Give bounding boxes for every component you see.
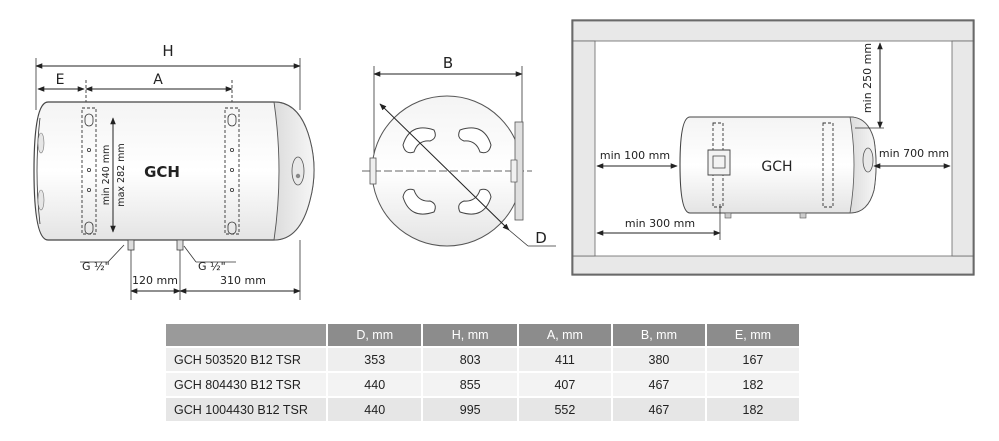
header-model (166, 324, 328, 347)
cell-b: 467 (611, 396, 707, 421)
floor-wall (572, 255, 974, 275)
dim-a-label: A (153, 72, 163, 88)
pipe-cold (127, 239, 135, 251)
cell-a: 411 (517, 346, 613, 372)
cell-model: GCH 503520 B12 TSR (166, 346, 328, 372)
ceiling-wall (572, 20, 974, 42)
right-wall (951, 40, 974, 257)
specs-table: D, mm H, mm A, mm B, mm E, mm GCH 503520… (166, 324, 802, 421)
inner-min-label: min 240 mm (101, 145, 112, 206)
left-wall (572, 40, 596, 257)
cell-b: 467 (611, 371, 707, 397)
table-row: GCH 503520 B12 TSR 353 803 411 380 167 (166, 346, 802, 372)
install-model-label: GCH (761, 159, 792, 175)
cell-h: 855 (422, 371, 519, 397)
cell-a: 552 (517, 396, 613, 421)
dim-120-label: 120 mm (132, 274, 178, 287)
header-e: E, mm (705, 324, 802, 347)
cell-d: 353 (327, 346, 424, 372)
cell-d: 440 (327, 396, 424, 421)
dim-d-line (379, 103, 510, 231)
table-header-row: D, mm H, mm A, mm B, mm E, mm (166, 324, 802, 347)
header-a: A, mm (517, 324, 613, 347)
pipe-right-label: G ½" (198, 260, 226, 273)
min-100-label: min 100 mm (600, 149, 670, 162)
header-h: H, mm (422, 324, 519, 347)
cell-a: 407 (517, 371, 613, 397)
thermostat-icon (707, 149, 731, 176)
cell-d: 440 (327, 371, 424, 397)
dim-b-label: B (443, 54, 453, 72)
min-700-label: min 700 mm (879, 147, 949, 160)
dim-d-label: D (535, 229, 547, 247)
table-row: GCH 1004430 B12 TSR 440 995 552 467 182 (166, 396, 802, 421)
cell-h: 995 (422, 396, 519, 421)
table-row: GCH 804430 B12 TSR 440 855 407 467 182 (166, 371, 802, 397)
side-view: H E A min 240 mm ma (33, 42, 315, 300)
cell-e: 182 (705, 396, 802, 421)
min-300-label: min 300 mm (625, 217, 695, 230)
dim-e-label: E (56, 72, 65, 88)
cell-b: 380 (611, 346, 707, 372)
dim-h-label: H (162, 42, 173, 60)
pipe-left-label: G ½" (82, 260, 110, 273)
install-view: GCH min 250 mm min 100 mm min 700 mm min… (571, 19, 975, 276)
dim-310-label: 310 mm (220, 274, 266, 287)
tank-model-label: GCH (144, 163, 180, 181)
header-d: D, mm (327, 324, 424, 347)
pipe-hot (176, 239, 184, 251)
front-view: B D (362, 54, 556, 247)
header-b: B, mm (611, 324, 707, 347)
flange-icon (291, 156, 305, 186)
min-250-label: min 250 mm (861, 43, 874, 113)
cell-h: 803 (422, 346, 519, 372)
inner-max-label: max 282 mm (116, 143, 127, 206)
cell-e: 182 (705, 371, 802, 397)
cell-model: GCH 1004430 B12 TSR (166, 396, 328, 421)
cell-model: GCH 804430 B12 TSR (166, 371, 328, 397)
cell-e: 167 (705, 346, 802, 372)
